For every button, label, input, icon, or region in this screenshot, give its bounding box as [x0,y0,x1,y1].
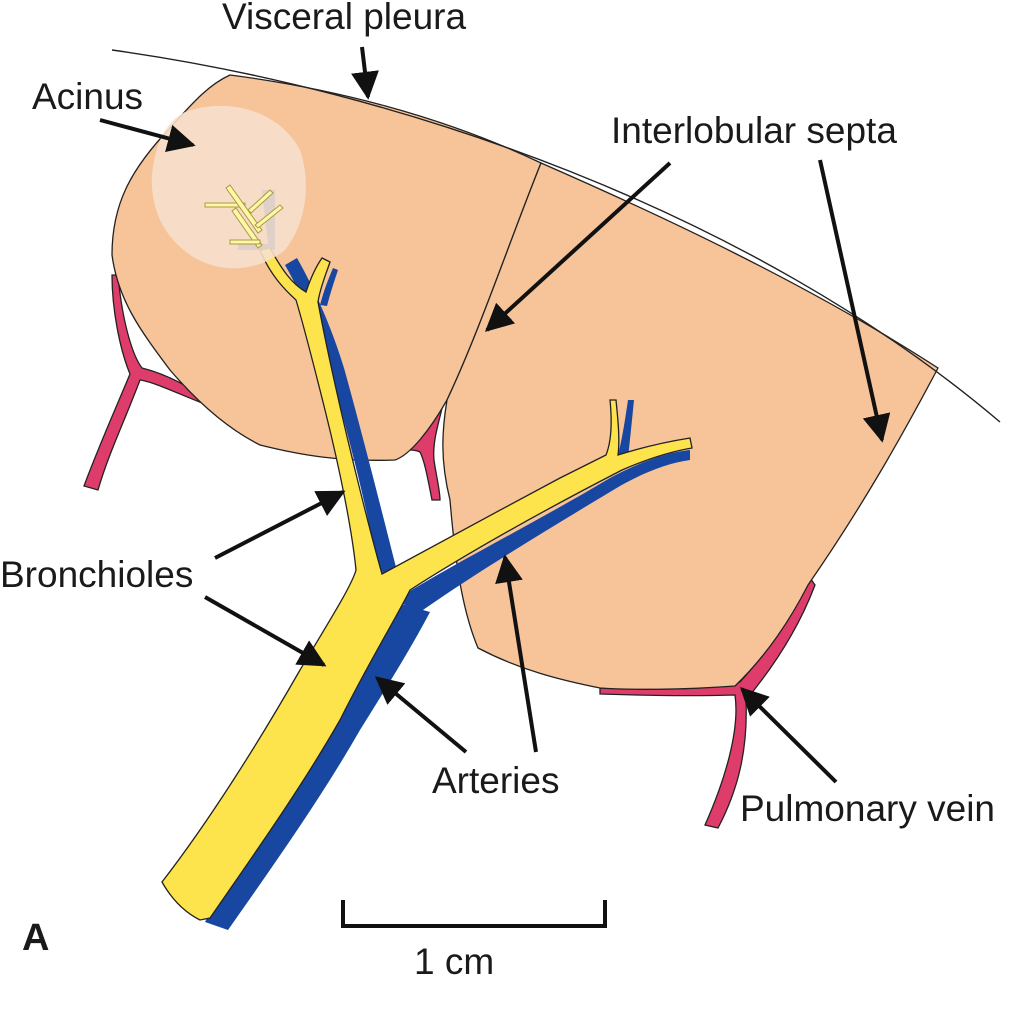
acinus-terminal-bronchioles [204,184,284,249]
arrow-bronchioles-upper [214,490,346,560]
artery-twig-upper [320,268,338,306]
artery-twig-right [618,400,634,458]
scale-bar [341,900,607,928]
arrow-visceral-pleura [351,46,379,100]
label-interlobular-septa: Interlobular septa [611,110,897,151]
arteries [205,190,690,930]
label-pulmonary-vein: Pulmonary vein [740,788,995,829]
bronchioles [161,247,693,921]
artery-trunk [205,604,430,930]
label-acinus: Acinus [32,76,143,117]
arrow-arteries-right [495,554,538,753]
lobule-right [442,162,939,690]
panel-letter: A [22,917,49,959]
vein-left [83,274,221,491]
bronchiole-trunk [161,247,693,921]
artery-branch-right [395,450,690,612]
arrow-interlobular-septa-right [818,159,891,443]
arrow-bronchioles-lower [204,595,327,667]
arrow-arteries-left [374,676,468,754]
text-labels: Visceral pleura Acinus Interlobular sept… [0,0,995,982]
visceral-pleura-line [111,49,1001,423]
label-visceral-pleura: Visceral pleura [222,0,466,37]
label-scale-bar: 1 cm [414,941,494,982]
artery-branch-upper [285,258,398,575]
arrow-interlobular-septa-left [484,161,672,332]
label-bronchioles: Bronchioles [0,554,193,595]
arrow-pulmonary-vein [740,687,838,784]
label-arteries: Arteries [432,760,559,801]
arrow-acinus [99,118,196,152]
annotation-arrows [99,46,891,784]
